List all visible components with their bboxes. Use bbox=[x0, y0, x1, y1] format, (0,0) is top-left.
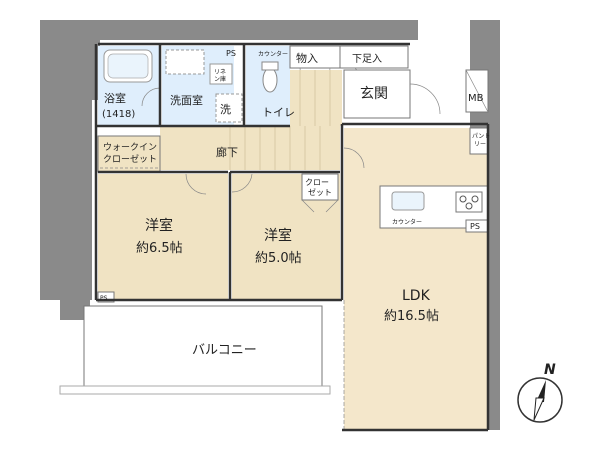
compass-north-label: N bbox=[544, 362, 556, 378]
label-western2-size: 約5.0帖 bbox=[255, 251, 302, 266]
toilet-room bbox=[246, 46, 290, 126]
label-bath-size: (1418) bbox=[102, 109, 135, 120]
label-mb: MB bbox=[468, 93, 484, 104]
label-pantry-1: パント bbox=[472, 133, 490, 140]
label-western1: 洋室 bbox=[145, 217, 173, 234]
interior-walls bbox=[94, 42, 490, 432]
label-washroom: 洗面室 bbox=[170, 93, 203, 107]
bathroom bbox=[98, 46, 161, 126]
label-shoe-storage: 下足入 bbox=[352, 53, 382, 65]
compass-icon: N bbox=[517, 362, 563, 423]
meter-box bbox=[465, 69, 489, 113]
label-ps-balcony: PS bbox=[100, 295, 108, 302]
ldk-room bbox=[343, 127, 489, 430]
label-storage: 物入 bbox=[296, 51, 318, 65]
western-room-1 bbox=[98, 173, 228, 300]
label-walkin-1: ウォークイン bbox=[103, 142, 157, 153]
western-room-2 bbox=[231, 173, 340, 300]
label-closet-2: ゼット bbox=[308, 187, 332, 197]
label-walkin-2: クローゼット bbox=[103, 153, 157, 165]
label-toilet: トイレ bbox=[262, 106, 295, 119]
label-western2: 洋室 bbox=[264, 227, 292, 244]
label-counter-toilet: カウンター bbox=[258, 50, 288, 58]
label-ldk: LDK bbox=[402, 288, 431, 304]
label-closet-1: クロー bbox=[305, 178, 329, 187]
room-labels: 浴室 (1418) 洗面室 洗 トイレ 廊下 ウォークイン クローゼット 洋室 … bbox=[100, 49, 490, 358]
label-washer: 洗 bbox=[220, 103, 231, 116]
label-counter-kitchen: カウンター bbox=[392, 218, 422, 226]
entrance bbox=[343, 69, 441, 119]
label-entrance: 玄関 bbox=[360, 85, 388, 102]
label-linen-2: ン庫 bbox=[214, 75, 226, 83]
label-hallway: 廊下 bbox=[216, 145, 238, 159]
washroom bbox=[162, 46, 243, 126]
label-ps-kitchen: PS bbox=[470, 222, 480, 231]
walkin-closet bbox=[97, 135, 161, 173]
hallway bbox=[160, 70, 342, 170]
label-balcony: バルコニー bbox=[192, 343, 257, 358]
label-western1-size: 約6.5帖 bbox=[136, 241, 183, 256]
label-linen-1: リネ bbox=[214, 69, 226, 76]
label-ldk-size: 約16.5帖 bbox=[384, 309, 439, 324]
label-pantry-2: リー bbox=[474, 141, 486, 148]
balcony bbox=[59, 291, 345, 430]
label-bath: 浴室 bbox=[104, 91, 126, 105]
label-ps-top: PS bbox=[226, 49, 236, 58]
